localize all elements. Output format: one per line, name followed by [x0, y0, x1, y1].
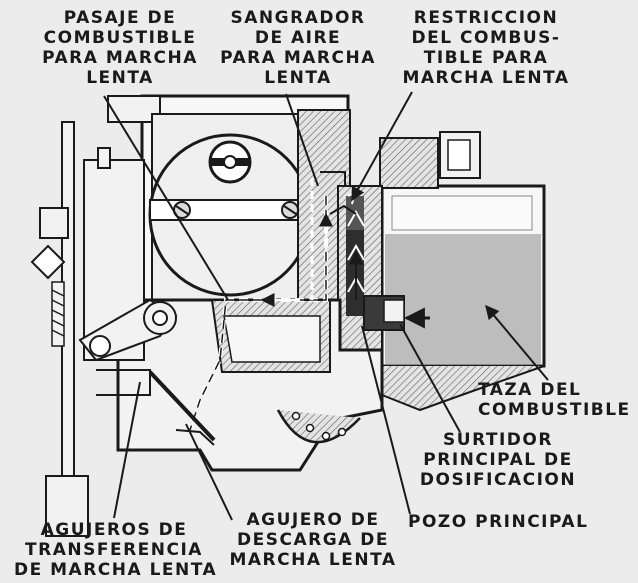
- throttle-body: [116, 178, 384, 472]
- fuel-bowl: [379, 131, 546, 412]
- label-main-metering-jet: SURTIDOR PRINCIPAL DE DOSIFICACION: [419, 430, 577, 490]
- leader-idle-fuel-passage: [103, 95, 229, 301]
- throttle-linkage: [30, 121, 178, 537]
- leader-idle-fuel-restriction: [351, 91, 413, 202]
- leader-lines: [103, 91, 549, 521]
- label-idle-fuel-passage: PASAJE DE COMBUSTIBLE PARA MARCHA LENTA: [42, 8, 198, 88]
- label-transfer-holes: AGUJEROS DE TRANSFERENCIA DE MARCHA LENT…: [14, 520, 218, 580]
- label-air-bleed: SANGRADOR DE AIRE PARA MARCHA LENTA: [220, 8, 376, 88]
- leader-main-metering-jet: [399, 323, 461, 433]
- leader-air-bleed: [285, 93, 319, 187]
- leader-idle-discharge-hole: [185, 423, 233, 521]
- leader-fuel-bowl: [485, 304, 549, 381]
- label-idle-fuel-restriction: RESTRICCION DEL COMBUS- TIBLE PARA MARCH…: [402, 8, 570, 88]
- label-idle-discharge-hole: AGUJERO DE DESCARGA DE MARCHA LENTA: [229, 510, 397, 570]
- label-main-well: POZO PRINCIPAL: [408, 512, 589, 532]
- leader-main-well: [361, 325, 411, 515]
- flow-arrows: [260, 212, 430, 329]
- label-fuel-bowl: TAZA DEL COMBUSTIBLE: [478, 380, 631, 420]
- leader-transfer-holes: [113, 381, 141, 519]
